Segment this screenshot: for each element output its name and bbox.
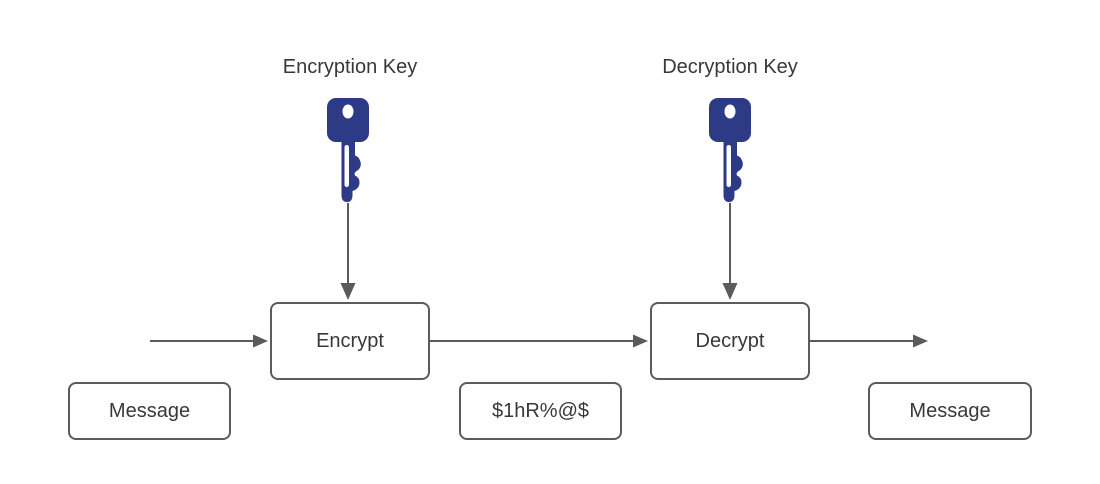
- message-input-box: Message: [68, 382, 231, 440]
- encryption-key-icon: [327, 98, 369, 202]
- decryption-key-icon: [709, 98, 751, 202]
- ciphertext-label: $1hR%@$: [491, 400, 590, 422]
- arrow-encryption-key-to-encrypt: [340, 203, 356, 300]
- decrypt-box: Decrypt: [650, 302, 810, 380]
- message-output-box: Message: [868, 382, 1032, 440]
- arrow-decrypt-to-output: [810, 334, 928, 348]
- decryption-key-label: Decryption Key: [662, 56, 798, 78]
- message-input-label: Message: [108, 400, 191, 422]
- encrypt-box: Encrypt: [270, 302, 430, 380]
- ciphertext-box: $1hR%@$: [459, 382, 622, 440]
- encryption-key-label: Encryption Key: [282, 56, 418, 78]
- message-output-label: Message: [909, 400, 991, 422]
- arrow-decryption-key-to-decrypt: [722, 203, 738, 300]
- encrypt-box-label: Encrypt: [316, 330, 384, 352]
- decrypt-box-label: Decrypt: [695, 330, 765, 352]
- arrow-encrypt-to-decrypt: [430, 334, 648, 348]
- arrow-plaintext-to-encrypt: [150, 334, 268, 348]
